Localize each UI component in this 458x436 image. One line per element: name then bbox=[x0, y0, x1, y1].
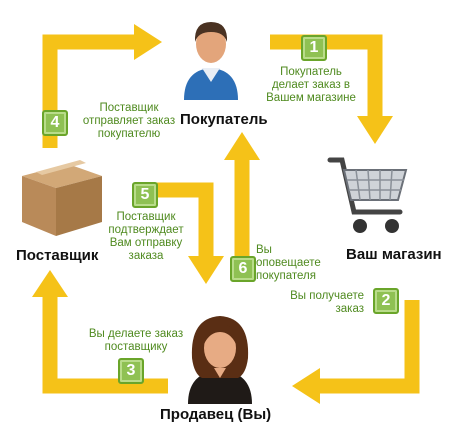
step-1-badge: 1 bbox=[301, 35, 327, 61]
step-3-text: Вы делаете заказ поставщику bbox=[88, 328, 184, 353]
step-6-badge: 6 bbox=[230, 256, 256, 282]
node-buyer-label: Покупатель bbox=[180, 111, 268, 128]
arrow-step-3 bbox=[42, 295, 168, 394]
node-shop-label: Ваш магазин bbox=[346, 246, 442, 263]
step-2-text: Вы получаете заказ bbox=[290, 290, 364, 315]
woman-avatar-icon bbox=[188, 316, 252, 404]
arrowhead-step-5 bbox=[188, 256, 224, 284]
step-2-badge: 2 bbox=[373, 288, 399, 314]
cardboard-box-icon bbox=[22, 160, 102, 236]
arrowhead-step-1 bbox=[357, 116, 393, 144]
node-seller-label: Продавец (Вы) bbox=[160, 406, 272, 423]
step-1-text: Покупатель делает заказ в Вашем магазине bbox=[266, 66, 356, 104]
step-6-text: Вы оповещаете покупателя bbox=[256, 244, 321, 282]
arrowhead-step-3 bbox=[32, 270, 68, 297]
arrowhead-step-6 bbox=[224, 132, 260, 160]
man-avatar-icon bbox=[184, 22, 238, 100]
node-supplier-label: Поставщик bbox=[16, 247, 99, 264]
step-4-text: Поставщик отправляет заказ покупателю bbox=[82, 102, 176, 140]
step-4-badge: 4 bbox=[42, 110, 68, 136]
step-5-text: Поставщик подтверждает Вам отправку зака… bbox=[108, 211, 184, 262]
step-5-badge: 5 bbox=[132, 182, 158, 208]
arrowhead-step-4 bbox=[134, 24, 162, 60]
step-3-badge: 3 bbox=[118, 358, 144, 384]
arrow-step-5 bbox=[140, 182, 214, 258]
shopping-cart-icon bbox=[327, 157, 408, 233]
arrowhead-step-2 bbox=[292, 368, 320, 404]
arrow-step-2 bbox=[318, 300, 420, 394]
